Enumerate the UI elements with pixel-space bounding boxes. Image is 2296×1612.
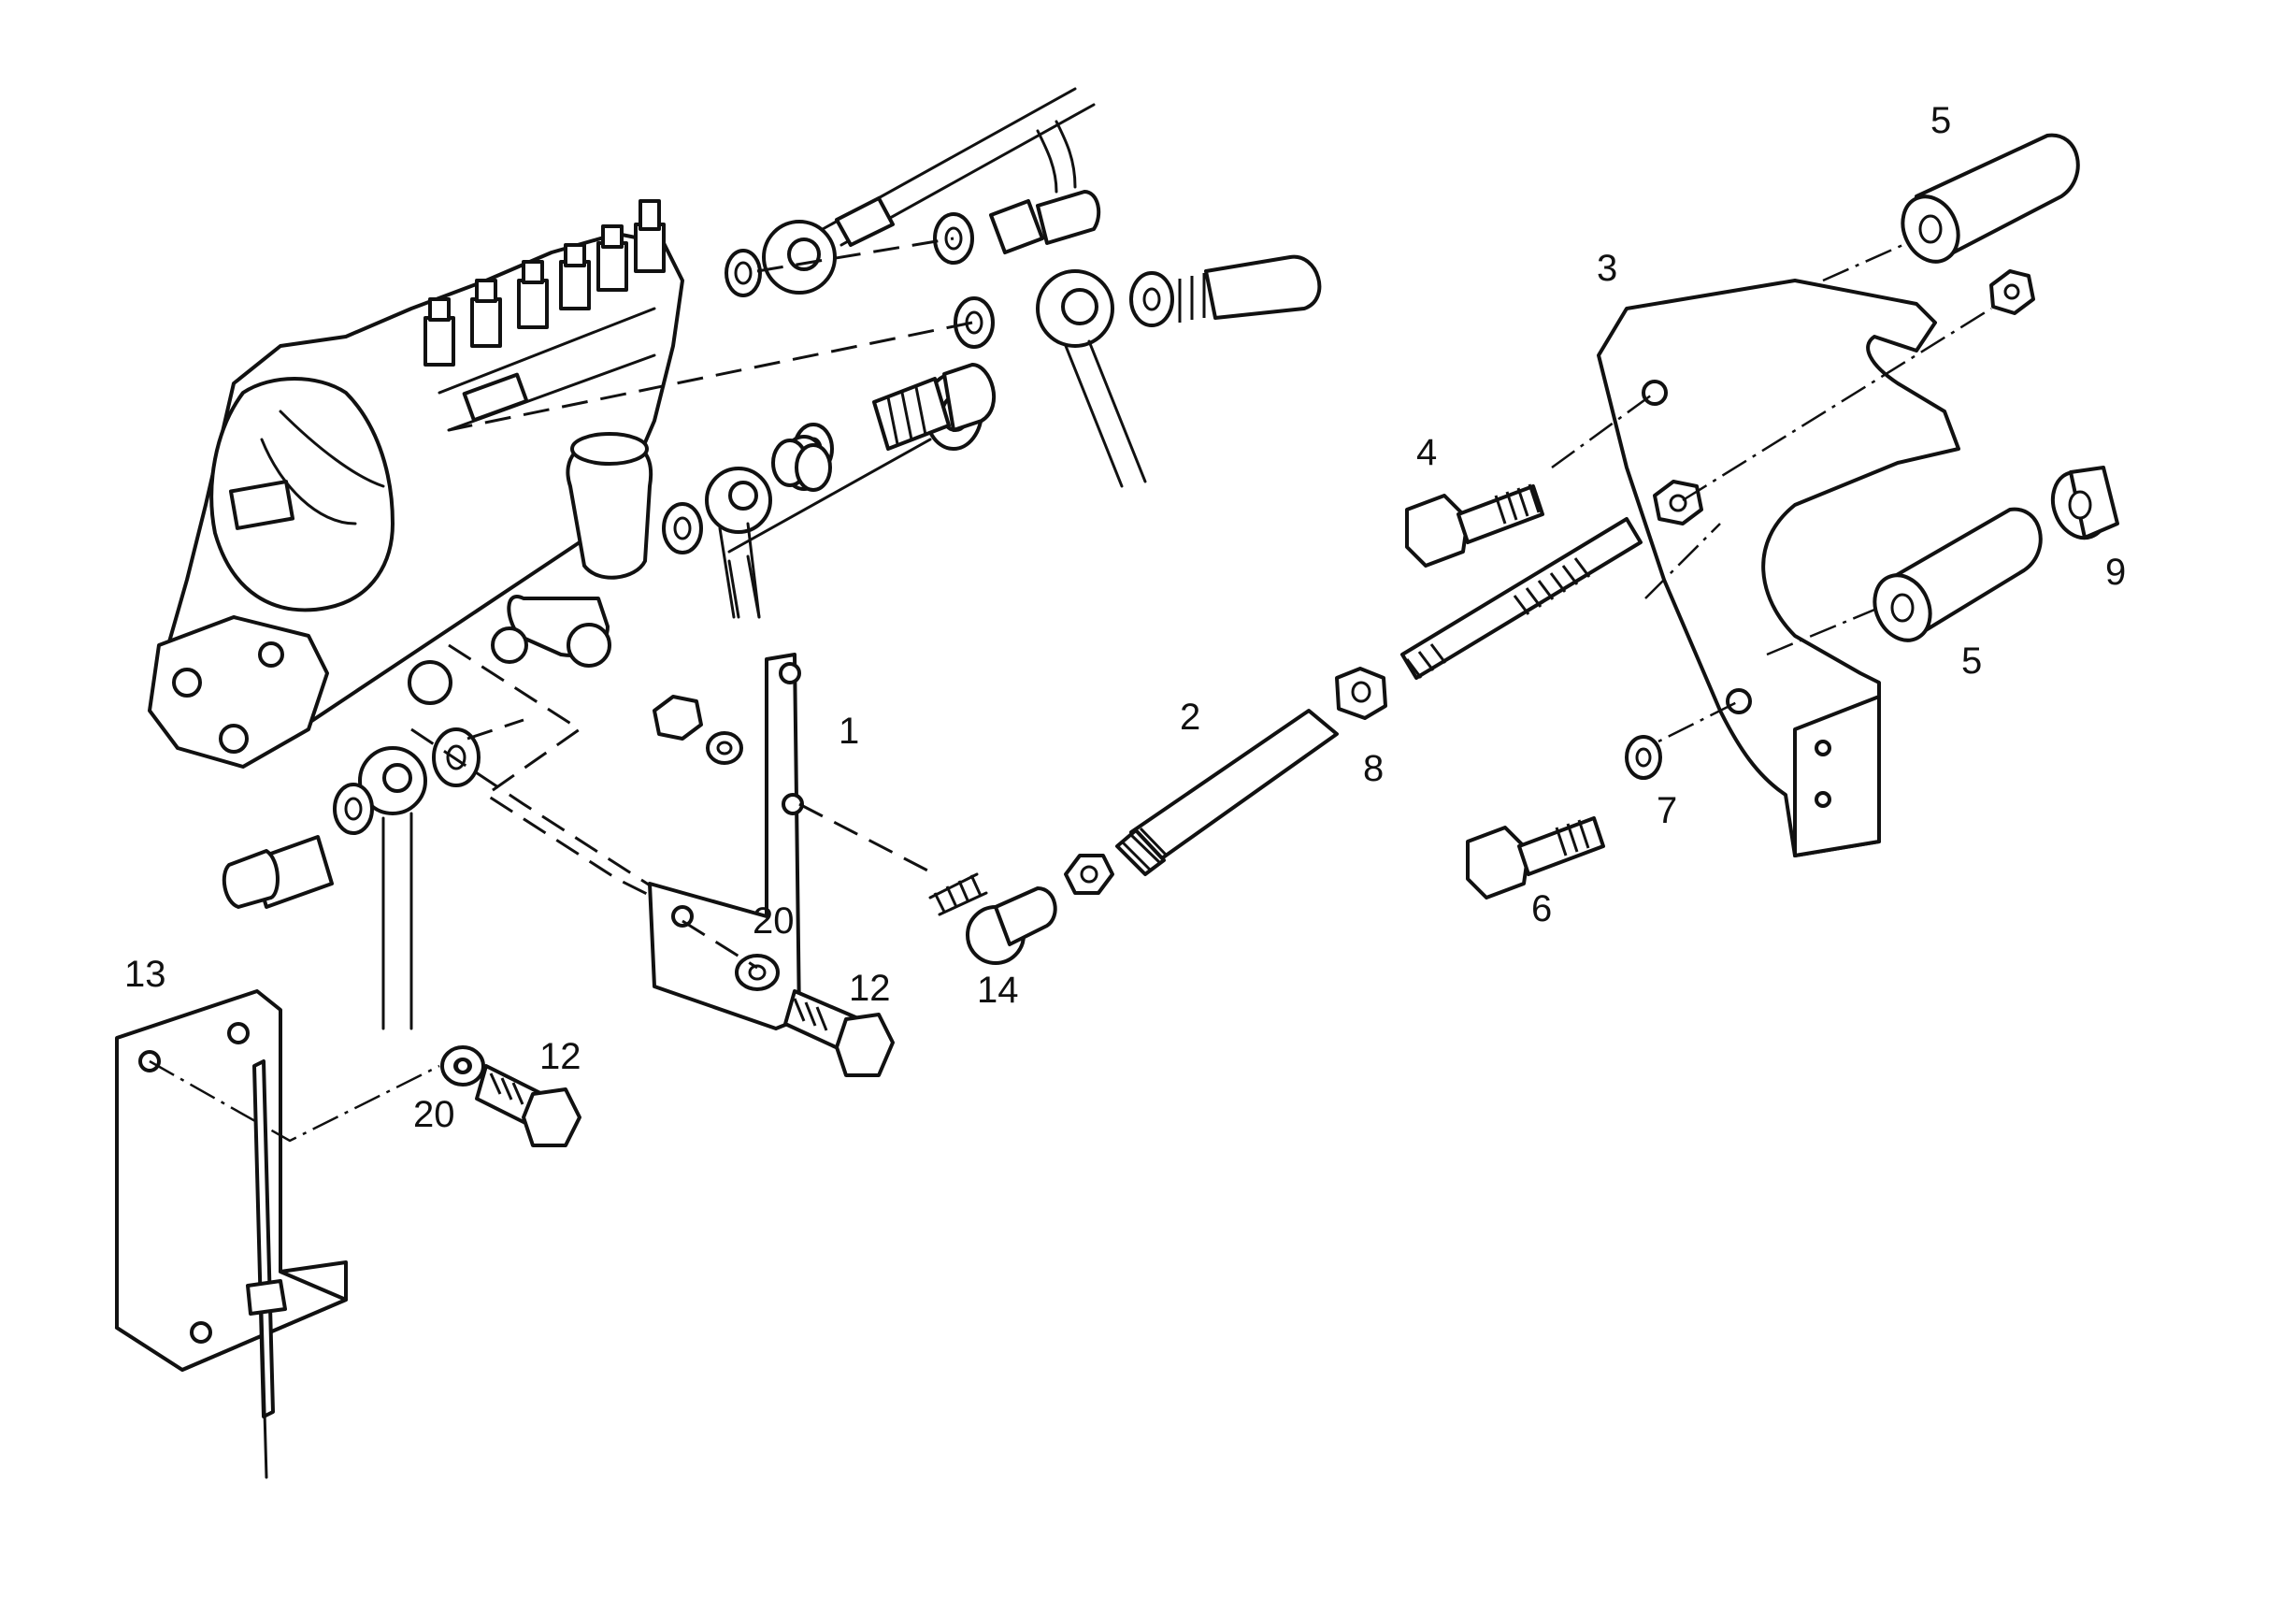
label-part-6: 6 <box>1531 888 1552 929</box>
label-part-7: 7 <box>1657 790 1677 831</box>
part-4-bolt <box>1405 483 1544 568</box>
part-1-lever <box>648 653 936 1030</box>
part-20-washer-lower <box>440 1045 485 1087</box>
label-part-2: 2 <box>1180 697 1200 738</box>
part-14-ball-joint <box>928 872 1057 965</box>
label-part-9: 9 <box>2105 552 2126 593</box>
label-part-4: 4 <box>1416 432 1437 473</box>
threaded-stud <box>1400 517 1643 680</box>
label-part-5-top: 5 <box>1930 100 1951 141</box>
label-part-5-bottom: 5 <box>1961 640 1982 682</box>
part-20-washer-upper <box>735 954 780 991</box>
part-7-washer <box>1625 735 1662 780</box>
injector-outlets <box>423 199 666 367</box>
label-part-13: 13 <box>124 954 166 995</box>
label-part-3: 3 <box>1597 248 1617 289</box>
part-6-bolt <box>1466 816 1605 900</box>
injection-pump <box>148 199 684 769</box>
label-part-14: 14 <box>977 970 1019 1011</box>
part-2-rod <box>1115 709 1339 876</box>
part-3-bracket <box>1597 279 1960 857</box>
part-labels: 1 2 3 4 5 5 6 7 8 9 12 12 13 14 20 20 <box>124 100 2126 1135</box>
assembly-lines-bracket <box>1551 241 1992 759</box>
part-5-spacer-bottom <box>1873 507 2043 642</box>
fuel-lines <box>222 87 1322 1030</box>
assembly-lines-pump <box>410 237 973 937</box>
part-12-bolt-lower <box>475 1064 581 1147</box>
part-8-nut <box>1335 667 1387 720</box>
part-13-bracket <box>115 989 440 1479</box>
label-part-8: 8 <box>1363 748 1384 789</box>
label-part-1: 1 <box>839 711 859 752</box>
label-part-20-upper: 20 <box>753 900 795 942</box>
part-9-washer <box>2050 466 2119 540</box>
part-12-bolt-upper <box>783 989 895 1077</box>
part-5-spacer-top <box>1901 133 2080 264</box>
label-part-12-lower: 12 <box>539 1036 581 1077</box>
label-part-20-lower: 20 <box>413 1094 455 1135</box>
label-part-12-upper: 12 <box>849 968 891 1009</box>
